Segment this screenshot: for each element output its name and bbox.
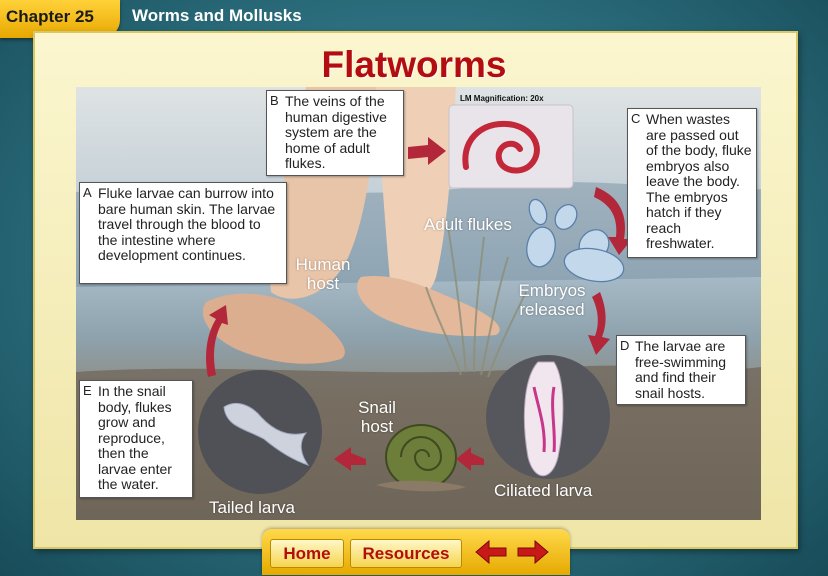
navigation-bar: Home Resources bbox=[262, 529, 570, 575]
tailed-larva bbox=[223, 402, 310, 466]
snail-body bbox=[376, 480, 466, 492]
adult-fluke-micrograph bbox=[462, 120, 540, 174]
label-ciliated-larva: Ciliated larva bbox=[494, 481, 593, 500]
cycle-arrows bbox=[206, 137, 632, 471]
arrow-to-snail bbox=[456, 447, 484, 471]
forward-arrow-button[interactable] bbox=[516, 538, 550, 566]
callout-e-letter: E bbox=[83, 383, 92, 398]
label-human-host: Human host bbox=[295, 255, 351, 293]
callout-e: E In the snail body, flukes grow and rep… bbox=[79, 380, 193, 498]
callout-a: A Fluke larvae can burrow into bare huma… bbox=[79, 182, 287, 284]
callout-d-text: The larvae are free-swimming and find th… bbox=[635, 338, 727, 401]
ciliated-larva-organ-2 bbox=[551, 386, 556, 453]
label-embryos-released: Embryos released bbox=[518, 281, 586, 319]
label-snail-host: Snail host bbox=[358, 398, 396, 436]
callout-a-text: Fluke larvae can burrow into bare human … bbox=[98, 185, 276, 263]
callout-e-text: In the snail body, flukes grow and repro… bbox=[98, 383, 172, 492]
snail-spiral bbox=[400, 436, 443, 471]
arrow-to-tailed bbox=[334, 447, 366, 471]
callout-d-letter: D bbox=[620, 338, 630, 353]
water-grass bbox=[425, 226, 527, 378]
callout-b: B The veins of the human digestive syste… bbox=[266, 90, 404, 176]
chapter-title: Worms and Mollusks bbox=[132, 6, 302, 25]
slide-title: Flatworms bbox=[321, 44, 507, 85]
ciliated-larva-organ bbox=[532, 386, 546, 453]
ciliated-larva bbox=[523, 361, 564, 477]
arrow-to-ciliated bbox=[588, 292, 610, 355]
left-foot bbox=[202, 293, 345, 364]
fluke-embryos bbox=[526, 198, 625, 283]
callout-c: C When wastes are passed out of the body… bbox=[627, 108, 757, 258]
callout-a-letter: A bbox=[83, 185, 92, 200]
callout-b-letter: B bbox=[270, 93, 279, 108]
right-arrow-icon bbox=[517, 539, 549, 565]
arrow-to-skin bbox=[206, 305, 228, 377]
chapter-label: Chapter 25 bbox=[6, 7, 94, 26]
home-button[interactable]: Home bbox=[270, 539, 344, 568]
right-foot bbox=[357, 276, 500, 337]
back-arrow-button[interactable] bbox=[474, 538, 508, 566]
label-adult-flukes: Adult flukes bbox=[424, 215, 512, 234]
magnification-label: LM Magnification: 20x bbox=[460, 94, 544, 103]
arrow-to-micrograph bbox=[408, 137, 446, 165]
arrow-to-embryos bbox=[594, 187, 632, 255]
callout-c-letter: C bbox=[631, 111, 641, 126]
label-tailed-larva: Tailed larva bbox=[209, 498, 295, 517]
callout-c-text: When wastes are passed out of the body, … bbox=[646, 111, 752, 251]
callout-d: D The larvae are free-swimming and find … bbox=[616, 335, 746, 405]
left-arrow-icon bbox=[475, 539, 507, 565]
callout-b-text: The veins of the human digestive system … bbox=[285, 93, 387, 171]
resources-button[interactable]: Resources bbox=[350, 539, 462, 568]
fluke-life-cycle-figure: LM Magnification: 20x B The veins of the… bbox=[76, 87, 761, 520]
